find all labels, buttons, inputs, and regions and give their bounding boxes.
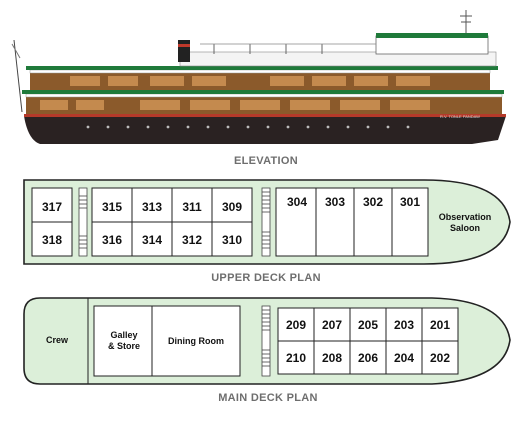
cabin-311: 311 xyxy=(182,200,202,214)
observation-saloon-line1: Observation xyxy=(439,212,492,222)
cabin-209: 209 xyxy=(286,318,306,332)
upper-deck-label: UPPER DECK PLAN xyxy=(211,272,321,284)
cabin-201: 201 xyxy=(430,318,450,332)
cabin-310: 310 xyxy=(222,233,242,247)
hull xyxy=(24,116,506,144)
upper-stairs-fwd xyxy=(261,187,271,257)
dining-room-label: Dining Room xyxy=(168,336,224,346)
upper-deck-windows xyxy=(70,76,430,86)
bow-mast xyxy=(13,39,23,113)
cabin-303: 303 xyxy=(325,195,345,209)
ship-name: R.V. TONLE PANDAW xyxy=(440,114,480,119)
upper-separator-green xyxy=(26,66,498,70)
galley-label-line2: & Store xyxy=(108,341,140,351)
cabin-313: 313 xyxy=(142,200,162,214)
upper-fwd-cabin-block xyxy=(275,187,429,257)
bow-stay xyxy=(11,43,21,59)
funnel xyxy=(178,40,190,62)
cabin-309: 309 xyxy=(222,200,242,214)
cabin-314: 314 xyxy=(142,233,162,247)
crew-label: Crew xyxy=(46,335,69,345)
galley-label-line1: Galley xyxy=(110,330,137,340)
main-deck-label: MAIN DECK PLAN xyxy=(218,392,318,404)
deck-separator-green xyxy=(22,90,504,94)
portholes xyxy=(86,125,410,129)
cabin-315: 315 xyxy=(102,200,122,214)
cabin-316: 316 xyxy=(102,233,122,247)
cabin-304: 304 xyxy=(287,195,307,209)
funnel-band xyxy=(178,44,190,47)
cabin-318: 318 xyxy=(42,233,62,247)
elevation-label: ELEVATION xyxy=(234,155,298,167)
wheelhouse-roof xyxy=(376,33,488,38)
cabin-203: 203 xyxy=(394,318,414,332)
wheelhouse xyxy=(375,35,489,55)
main-stairs xyxy=(261,305,271,377)
main-deck-rail xyxy=(25,93,503,98)
cabin-302: 302 xyxy=(363,195,383,209)
upper-stairs-aft xyxy=(78,187,88,257)
hull-red-stripe xyxy=(24,114,506,117)
cabin-208: 208 xyxy=(322,351,342,365)
cabin-210: 210 xyxy=(286,351,306,365)
cabin-206: 206 xyxy=(358,351,378,365)
cabin-202: 202 xyxy=(430,351,450,365)
upper-deck-rail xyxy=(29,69,491,74)
cabin-207: 207 xyxy=(322,318,342,332)
cabin-317: 317 xyxy=(42,200,62,214)
ship-elevation: R.V. TONLE PANDAW xyxy=(11,10,506,167)
observation-saloon-line2: Saloon xyxy=(450,223,480,233)
cabin-312: 312 xyxy=(182,233,202,247)
cabin-301: 301 xyxy=(400,195,420,209)
upper-deck-plan: 317 315 313 311 309 304 303 302 301 318 … xyxy=(23,179,511,284)
galley-dining-block xyxy=(93,305,241,377)
cabin-205: 205 xyxy=(358,318,378,332)
main-deck-plan: Crew Galley & Store Dining Room 209 207 … xyxy=(23,297,511,404)
cabin-204: 204 xyxy=(394,351,414,365)
main-deck-windows xyxy=(40,100,430,110)
